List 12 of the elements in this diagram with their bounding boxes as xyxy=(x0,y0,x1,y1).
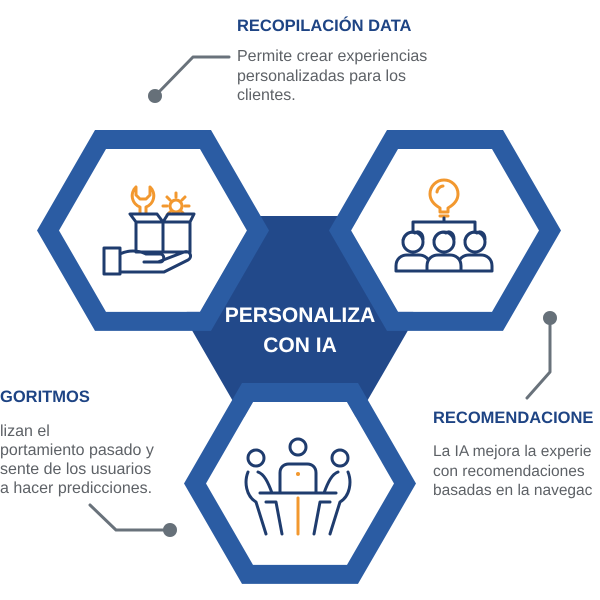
section-description: La IA mejora la experie con recomendaciones basadas en la navegac xyxy=(433,442,592,500)
leader-line xyxy=(158,56,230,92)
section-description: Permite crear experiencias personalizadas para los clientes. xyxy=(237,47,428,106)
section-heading: GORITMOS xyxy=(0,387,90,408)
leader-dot xyxy=(148,89,162,103)
leader-line xyxy=(88,504,164,532)
section-description: lizan el portamiento pasado y sente de los usuarios a hacer predicciones. xyxy=(0,422,154,498)
leader-dot xyxy=(163,523,177,537)
section-heading: RECOPILACIÓN DATA xyxy=(237,15,412,37)
leader-line xyxy=(526,324,552,400)
hub-title: PERSONALIZA CON IA xyxy=(224,302,376,359)
section-heading: RECOMENDACIONE xyxy=(433,408,594,429)
